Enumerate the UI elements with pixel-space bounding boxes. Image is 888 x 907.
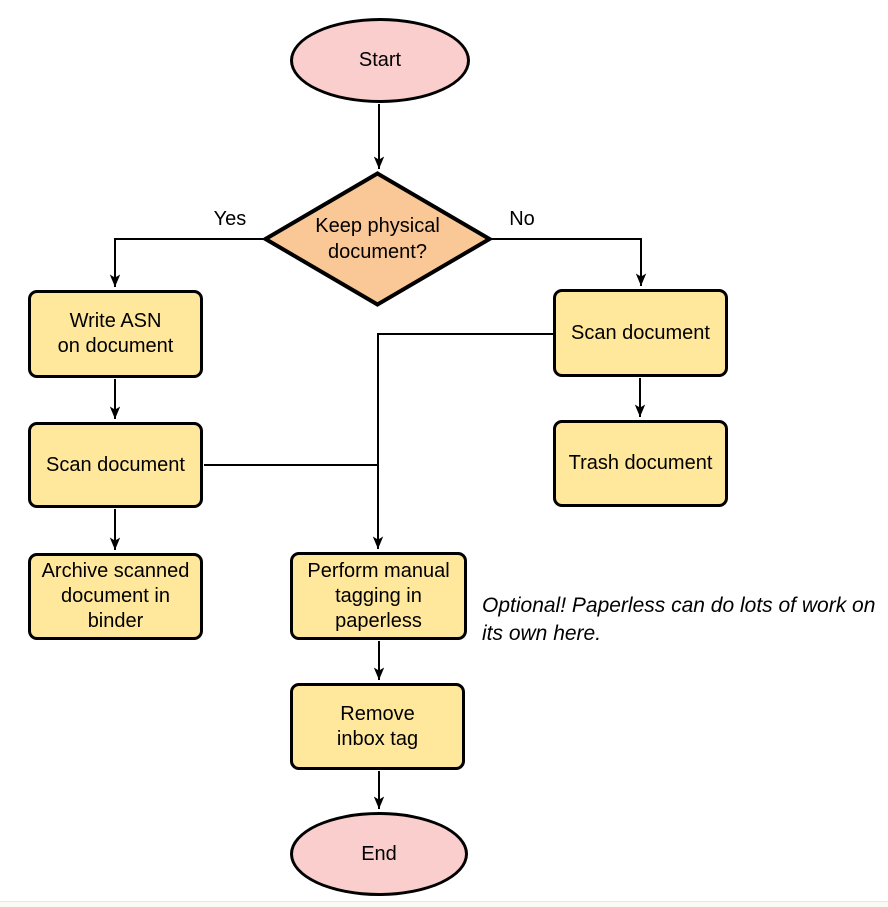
node-end: End (290, 812, 468, 896)
node-write-asn: Write ASN on document (28, 290, 203, 378)
node-start-label: Start (358, 49, 402, 71)
node-remove-inbox-tag: Remove inbox tag (290, 683, 465, 770)
optional-note: Optional! Paperless can do lots of work … (482, 594, 876, 645)
edge-decision-no (491, 238, 647, 286)
node-end-label: End (361, 842, 397, 865)
edge-decision-yes (109, 238, 264, 287)
page-bottom-edge (0, 901, 888, 907)
diamond-shape (263, 171, 492, 307)
node-scan-document-left: Scan document (28, 422, 203, 508)
node-trash-document: Trash document (553, 420, 728, 507)
node-start: Start (290, 18, 470, 103)
node-perform-manual-tagging: Perform manual tagging in paperless (290, 552, 467, 640)
edge-label-no: No (509, 208, 535, 230)
node-archive-binder: Archive scanned document in binder (28, 553, 203, 640)
node-decision-label: Keep physical document? (315, 215, 440, 263)
edge-scanright-to-perform (372, 333, 553, 549)
edge-label-yes: Yes (213, 208, 247, 230)
node-decision-keep-physical: Keep physical document? (263, 171, 492, 307)
node-scan-document-right: Scan document (553, 289, 728, 377)
